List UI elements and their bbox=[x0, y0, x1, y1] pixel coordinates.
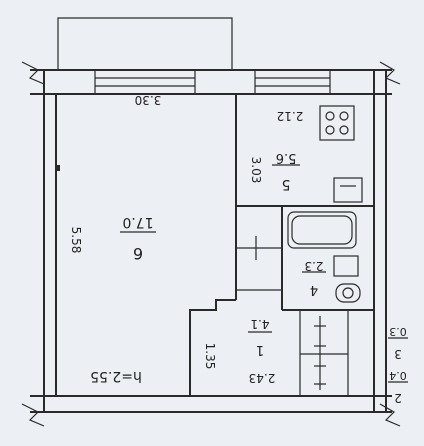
break-mark-top-right bbox=[379, 61, 401, 85]
room-5-area: 5.6 bbox=[276, 150, 297, 165]
kitchen-length-dim: 3.03 bbox=[249, 157, 263, 184]
room-2-area: 0.4 bbox=[389, 369, 407, 382]
balcony bbox=[57, 17, 233, 70]
room-3-area: 0.3 bbox=[389, 325, 407, 338]
window-living bbox=[94, 69, 196, 95]
room-5-number: 5 bbox=[282, 176, 291, 192]
bathtub-icon bbox=[287, 211, 357, 249]
window-kitchen bbox=[254, 69, 331, 95]
living-width-dim: 3.30 bbox=[135, 93, 162, 107]
living-door-mark bbox=[56, 165, 60, 171]
room-1-area: 4.1 bbox=[250, 317, 269, 331]
sink-icon bbox=[333, 177, 363, 203]
hall-depth-dim: 1.35 bbox=[203, 343, 217, 370]
room-6-number: 6 bbox=[133, 244, 143, 263]
kitchen-width-dim: 2.12 bbox=[277, 109, 304, 123]
break-mark-top-left bbox=[21, 61, 45, 85]
washbasin-icon bbox=[333, 255, 359, 277]
ceiling-height-label: h=2.55 bbox=[90, 368, 142, 384]
toilet-icon bbox=[335, 283, 361, 303]
living-length-dim: 5.58 bbox=[69, 227, 83, 254]
room-1-number: 1 bbox=[256, 342, 264, 357]
room-4-number: 4 bbox=[310, 282, 318, 297]
room-3-number: 3 bbox=[394, 347, 402, 361]
partition-living-hall bbox=[189, 299, 236, 396]
hall-width-dim: 2.43 bbox=[249, 371, 276, 385]
break-mark-bottom-right bbox=[379, 403, 401, 427]
break-mark-bottom-left bbox=[21, 403, 45, 427]
room-2-number: 2 bbox=[394, 391, 402, 405]
room-6-area: 17.0 bbox=[122, 214, 153, 230]
room-4-area: 2.3 bbox=[304, 259, 323, 273]
stove-icon bbox=[319, 105, 355, 141]
